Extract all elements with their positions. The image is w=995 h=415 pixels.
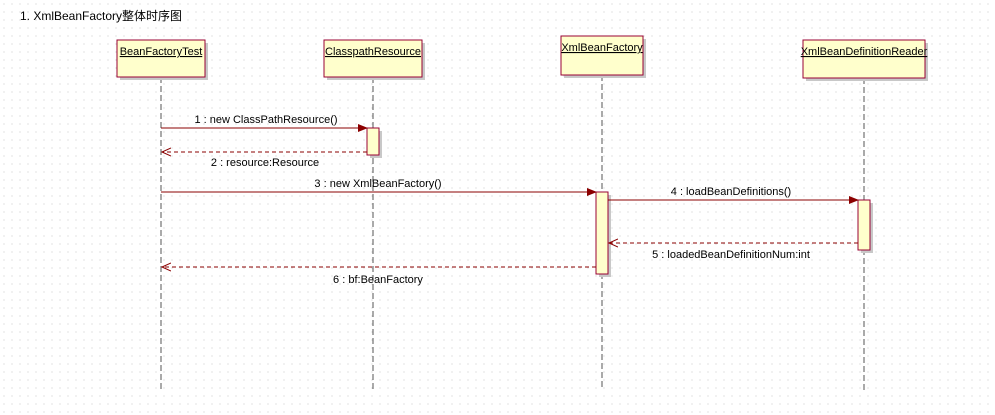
message-label: 1 : new ClassPathResource() [194,114,337,126]
activation-bar-reader [857,199,871,251]
message-3: 3 : new XmlBeanFactory() [161,178,597,196]
lifeline-box[interactable] [323,39,423,78]
lifeline-box[interactable] [116,39,206,78]
lifeline-res: ClasspathResource [323,39,425,390]
message-4: 4 : loadBeanDefinitions() [608,186,859,204]
page-title: 1. XmlBeanFactory整体时序图 [20,9,183,23]
activation-bar-xbf [595,191,609,275]
message-label: 2 : resource:Resource [211,157,319,169]
lifeline-box[interactable] [560,35,644,76]
message-label: 3 : new XmlBeanFactory() [314,178,441,190]
message-label: 4 : loadBeanDefinitions() [671,186,791,198]
message-label: 6 : bf:BeanFactory [333,274,423,286]
lifeline-label: BeanFactoryTest [120,46,203,58]
lifeline-test: BeanFactoryTest [116,39,208,390]
message-6: 6 : bf:BeanFactory [162,267,596,286]
lifeline-box[interactable] [802,39,926,79]
activation-bar-res [366,127,380,156]
lifeline-xbf: XmlBeanFactory [560,35,646,390]
lifeline-label: XmlBeanDefinitionReader [801,46,928,58]
message-5: 5 : loadedBeanDefinitionNum:int [609,243,858,261]
message-2: 2 : resource:Resource [162,152,367,169]
lifeline-reader: XmlBeanDefinitionReader [801,39,928,390]
lifeline-label: ClasspathResource [325,46,421,58]
lifeline-label: XmlBeanFactory [561,42,643,54]
message-label: 5 : loadedBeanDefinitionNum:int [652,249,810,261]
message-1: 1 : new ClassPathResource() [161,114,368,132]
